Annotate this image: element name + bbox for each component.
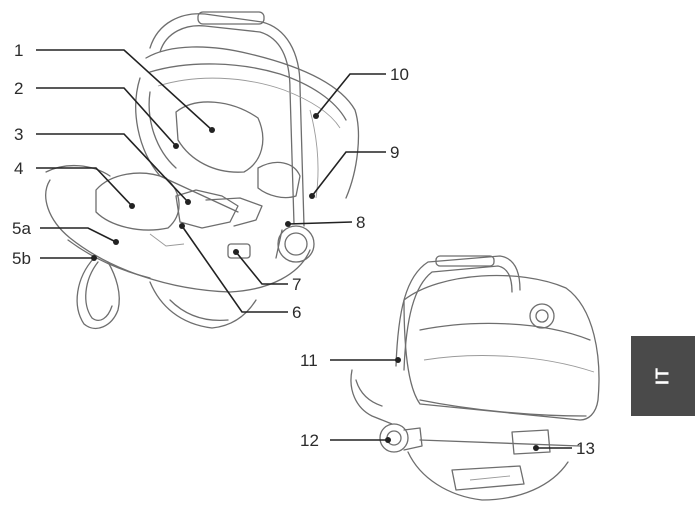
- language-tab: IT: [631, 336, 695, 416]
- callout-5b: 5b: [12, 249, 31, 268]
- callout-7: 7: [292, 275, 302, 294]
- callout-13: 13: [576, 439, 595, 458]
- callout-6: 6: [292, 303, 302, 322]
- callout-1: 1: [14, 41, 24, 60]
- callout-10: 10: [390, 65, 409, 84]
- car-seat-front-view: [45, 11, 360, 329]
- language-tab-label: IT: [652, 367, 673, 385]
- callout-12: 12: [300, 431, 319, 450]
- callout-2: 2: [14, 79, 24, 98]
- leader-lines: [36, 49, 572, 451]
- callout-4: 4: [14, 159, 24, 178]
- callout-3: 3: [14, 125, 24, 144]
- callout-9: 9: [390, 143, 400, 162]
- callout-11: 11: [300, 351, 318, 370]
- car-seat-rear-view: [350, 255, 600, 501]
- callout-8: 8: [356, 213, 366, 232]
- callout-5a: 5a: [12, 219, 31, 238]
